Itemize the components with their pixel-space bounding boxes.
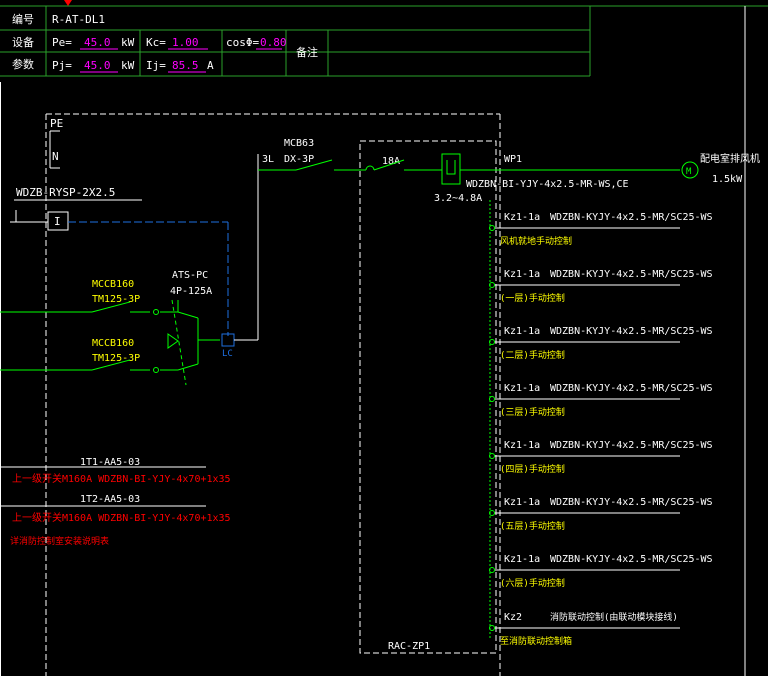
title-row1-label: 编号 xyxy=(12,12,34,26)
svg-text:WDZBN-KYJY-4x2.5-MR/SC25-WS: WDZBN-KYJY-4x2.5-MR/SC25-WS xyxy=(550,497,713,508)
svg-text:风机就地手动控制: 风机就地手动控制 xyxy=(500,235,572,247)
incoming1-desc: 上一级开关M160A WDZBN-BI-YJY-4x70+1x35 xyxy=(12,472,231,485)
pe-bus-label: PE xyxy=(50,117,63,130)
ij-value: 85.5 xyxy=(172,59,199,72)
mccb1-rating: TM125-3P xyxy=(92,294,140,305)
thermal-range: 3.2~4.8A xyxy=(434,193,482,204)
svg-text:(四层)手动控制: (四层)手动控制 xyxy=(500,463,565,475)
svg-text:Kz1-1a: Kz1-1a xyxy=(504,212,540,223)
svg-text:(三层)手动控制: (三层)手动控制 xyxy=(500,406,565,418)
svg-text:(二层)手动控制: (二层)手动控制 xyxy=(500,349,565,361)
enclosure-label: RAC-ZP1 xyxy=(388,641,430,652)
current-transformer-box xyxy=(47,211,69,231)
outgoing-circuit: WP1 xyxy=(504,154,522,165)
note-label: 备注 xyxy=(296,45,318,59)
mccb2-rating: TM125-3P xyxy=(92,353,140,364)
ij-label: Ij= xyxy=(146,59,166,72)
svg-text:WDZBN-KYJY-4x2.5-MR/SC25-WS: WDZBN-KYJY-4x2.5-MR/SC25-WS xyxy=(550,554,713,565)
title-value-underlines xyxy=(80,48,282,73)
svg-text:WDZBN-KYJY-4x2.5-MR/SC25-WS: WDZBN-KYJY-4x2.5-MR/SC25-WS xyxy=(550,440,713,451)
svg-text:至消防联动控制箱: 至消防联动控制箱 xyxy=(500,635,572,647)
pe-n-bus xyxy=(49,130,60,169)
n-bus-label: N xyxy=(52,150,59,163)
svg-text:(五层)手动控制: (五层)手动控制 xyxy=(500,520,565,532)
title-row2-label: 设备 xyxy=(12,35,34,49)
mcb-model: MCB63 xyxy=(284,138,314,149)
control-row: Kz1-1a WDZBN-KYJY-4x2.5-MR/SC25-WS 风机就地手… xyxy=(489,212,713,247)
cos-value: 0.80 xyxy=(260,36,287,49)
incoming-note: 详消防控制室安装说明表 xyxy=(10,535,109,547)
svg-text:Kz1-1a: Kz1-1a xyxy=(504,440,540,451)
mccb1-model: MCCB160 xyxy=(92,279,134,290)
svg-text:WDZBN-KYJY-4x2.5-MR/SC25-WS: WDZBN-KYJY-4x2.5-MR/SC25-WS xyxy=(550,326,713,337)
pj-value: 45.0 xyxy=(84,59,111,72)
ct-symbol-label: I xyxy=(54,215,61,228)
pe-value: 45.0 xyxy=(84,36,111,49)
svg-text:Kz1-1a: Kz1-1a xyxy=(504,497,540,508)
ats-rating: 4P-125A xyxy=(170,286,212,297)
mccb2-model: MCCB160 xyxy=(92,338,134,349)
pj-label: Pj= xyxy=(52,59,72,72)
rac-zp1-enclosure xyxy=(359,140,497,654)
mccb1-symbol xyxy=(0,301,178,315)
motor-icon xyxy=(681,161,699,179)
svg-text:(六层)手动控制: (六层)手动控制 xyxy=(500,577,565,589)
mccb2-symbol xyxy=(0,359,178,373)
mcb-poles: 3L xyxy=(262,154,274,165)
title-row3-label: 参数 xyxy=(12,57,34,71)
title-block xyxy=(0,5,768,77)
ats-switch-symbol xyxy=(167,299,220,386)
cos-label: cosΦ= xyxy=(226,36,259,49)
contactor-rating: 18A xyxy=(382,156,400,167)
svg-text:WDZBN-KYJY-4x2.5-MR/SC25-WS: WDZBN-KYJY-4x2.5-MR/SC25-WS xyxy=(550,269,713,280)
incoming2-ref: 1T2-AA5-03 xyxy=(80,494,140,505)
outgoing-load: 配电室排风机 xyxy=(700,152,760,165)
mcb-symbol xyxy=(258,159,366,171)
outgoing-cable: WDZBN-BI-YJY-4x2.5-MR-WS,CE xyxy=(466,179,629,190)
svg-text:Kz1-1a: Kz1-1a xyxy=(504,326,540,337)
svg-text:Kz2: Kz2 xyxy=(504,612,522,623)
svg-text:WDZBN-KYJY-4x2.5-MR/SC25-WS: WDZBN-KYJY-4x2.5-MR/SC25-WS xyxy=(550,383,713,394)
svg-text:(一层)手动控制: (一层)手动控制 xyxy=(500,292,565,304)
panel-code: R-AT-DL1 xyxy=(52,13,105,26)
svg-text:Kz1-1a: Kz1-1a xyxy=(504,269,540,280)
svg-text:WDZBN-KYJY-4x2.5-MR/SC25-WS: WDZBN-KYJY-4x2.5-MR/SC25-WS xyxy=(550,212,713,223)
pj-unit: kW xyxy=(121,59,135,72)
insertion-marker-icon xyxy=(64,0,72,6)
ij-unit: A xyxy=(207,59,214,72)
pe-label: Pe= xyxy=(52,36,72,49)
svg-text:消防联动控制(由联动模块接线): 消防联动控制(由联动模块接线) xyxy=(550,611,678,623)
control-row: Kz1-1a WDZBN-KYJY-4x2.5-MR/SC25-WS (四层)手… xyxy=(489,440,713,475)
ats-lc-label: LC xyxy=(222,349,233,359)
kc-value: 1.00 xyxy=(172,36,199,49)
control-row: Kz1-1a WDZBN-KYJY-4x2.5-MR/SC25-WS (六层)手… xyxy=(489,554,713,589)
mcb-type: DX-3P xyxy=(284,154,314,165)
incoming2-desc: 上一级开关M160A WDZBN-BI-YJY-4x70+1x35 xyxy=(12,511,231,524)
control-row-last: Kz2 消防联动控制(由联动模块接线) 至消防联动控制箱 xyxy=(489,611,680,647)
control-row: Kz1-1a WDZBN-KYJY-4x2.5-MR/SC25-WS (三层)手… xyxy=(489,383,713,418)
contactor-symbol xyxy=(365,153,680,185)
ats-model: ATS-PC xyxy=(172,270,208,281)
svg-text:Kz1-1a: Kz1-1a xyxy=(504,383,540,394)
incoming1-ref: 1T1-AA5-03 xyxy=(80,457,140,468)
spd-cable-label: WDZB-RYSP-2X2.5 xyxy=(16,186,115,199)
control-row: Kz1-1a WDZBN-KYJY-4x2.5-MR/SC25-WS (一层)手… xyxy=(489,269,713,304)
kc-label: Kc= xyxy=(146,36,166,49)
outgoing-power: 1.5kW xyxy=(712,174,743,185)
control-row: Kz1-1a WDZBN-KYJY-4x2.5-MR/SC25-WS (五层)手… xyxy=(489,497,713,532)
svg-text:Kz1-1a: Kz1-1a xyxy=(504,554,540,565)
main-enclosure xyxy=(45,113,501,676)
pe-unit: kW xyxy=(121,36,135,49)
motor-symbol: M xyxy=(686,167,692,177)
control-row: Kz1-1a WDZBN-KYJY-4x2.5-MR/SC25-WS (二层)手… xyxy=(489,326,713,361)
